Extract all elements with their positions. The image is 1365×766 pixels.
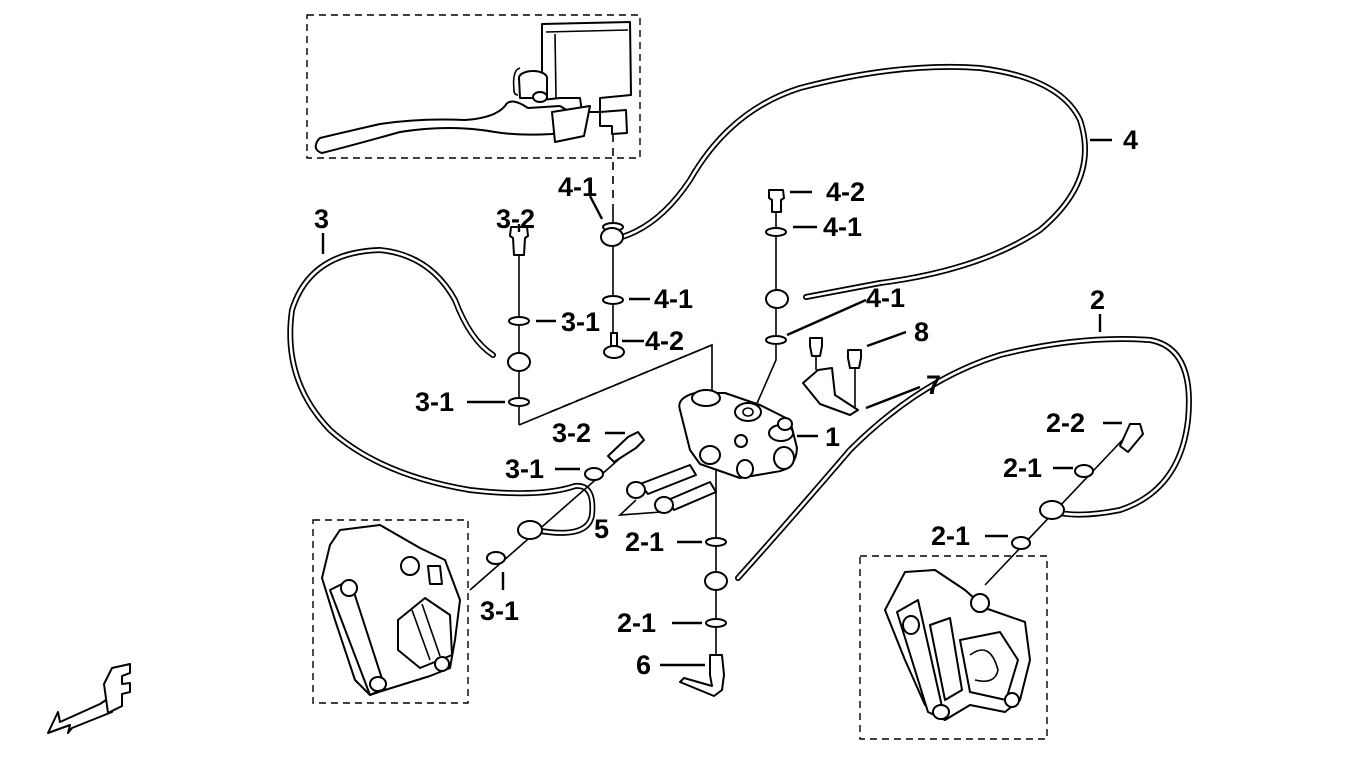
front-direction-icon: F [47,663,131,734]
banjo-3b [517,520,543,540]
banjo-4a [600,227,624,247]
right-caliper-box [859,555,1048,740]
brake-hose-4[interactable] [619,63,1088,300]
bracket-7 [802,367,859,416]
washer-4-1d [765,335,787,345]
label-2-2: 2-2 [1046,408,1085,438]
label-4-1b: 4-1 [654,284,693,314]
label-6: 6 [636,650,651,680]
label-4-1d: 4-1 [866,283,905,313]
label-3-2b: 3-2 [552,418,591,448]
bolt-4-2a [768,189,785,213]
bolt-4-2b [610,332,618,347]
label-3-1a: 3-1 [561,307,600,337]
left-caliper-group[interactable] [312,519,469,704]
label-3: 3 [314,204,329,234]
bolt-3-2b [607,431,645,463]
washer-3-1d [486,551,506,565]
master-cylinder-box [306,14,641,159]
washer-4-1b [602,295,624,305]
leader-lines [321,138,1122,667]
label-3-1c: 3-1 [505,454,544,484]
label-3-1d: 3-1 [480,596,519,626]
washer-3-1a [508,316,530,326]
washer-4-1c [765,227,787,237]
bolt-8b [847,349,862,369]
label-4-2b: 4-2 [645,326,684,356]
banjo-2a [704,571,728,591]
right-caliper [884,569,1031,721]
washer-2-1c [1074,464,1094,478]
bolt-8a [809,337,823,357]
mounting-bolts-5 [617,464,717,516]
label-3-2a: 3-2 [496,204,535,234]
label-2-1b: 2-1 [617,608,656,638]
brake-switch-6 [679,654,725,697]
label-4: 4 [1123,125,1138,155]
bolt-3-2a [509,226,529,256]
label-4-2a: 4-2 [826,177,865,207]
label-4-1a: 4-1 [558,172,597,202]
proportioning-valve[interactable] [678,389,798,479]
brake-hose-2[interactable] [735,336,1192,581]
label-5: 5 [594,514,609,544]
label-2-1d: 2-1 [931,521,970,551]
label-2-1c: 2-1 [1003,453,1042,483]
washer-3-1b [508,397,530,407]
label-8: 8 [914,317,929,347]
left-caliper-box [312,519,469,704]
brake-hose-3[interactable] [287,246,596,536]
label-2-1a: 2-1 [625,527,664,557]
part-labels: 4 4-2 4-1 4-1 8 7 1 2 2-2 2-1 2-1 3 3-2 … [314,125,1138,680]
master-cylinder [314,21,632,154]
right-caliper-group[interactable] [859,555,1048,740]
label-2: 2 [1090,285,1105,315]
master-cylinder-group[interactable] [306,14,641,206]
label-3-1b: 3-1 [415,387,454,417]
washer-2-1d [1011,536,1031,550]
label-1: 1 [825,422,840,452]
washer-3-1c [584,467,604,481]
left-caliper [321,524,461,696]
bolt-2-2 [1119,423,1144,453]
banjo-3a [507,352,531,372]
label-4-1c: 4-1 [823,212,862,242]
washer-2-1b [705,618,727,628]
washer-2-1a [705,537,727,547]
label-7: 7 [926,370,941,400]
banjo-4b [765,289,789,309]
fittings [486,189,1144,697]
banjo-2b [1039,500,1065,520]
